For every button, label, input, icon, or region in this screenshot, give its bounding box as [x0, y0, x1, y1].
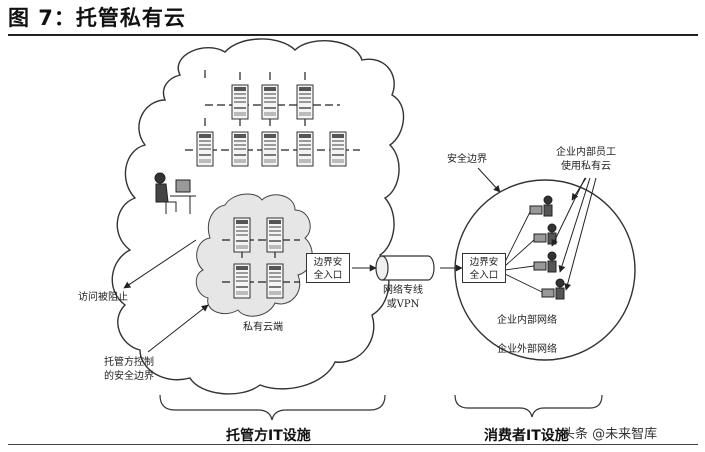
admin-person-icon: [154, 172, 196, 214]
employee-laptop-icon: [533, 251, 557, 273]
provider-security-line1: 托管方控制: [104, 357, 154, 368]
gateway-right-line1: 边界安: [469, 257, 499, 268]
bottom-divider: [8, 444, 698, 445]
consumer-brace: [454, 394, 603, 418]
employee-pointer: [571, 177, 587, 201]
employees-label: 企业内部员工 使用私有云: [556, 146, 616, 174]
employee-laptop-icon: [541, 278, 565, 300]
employee-links: [504, 211, 543, 293]
provider-boundary-pointer: [147, 304, 209, 353]
tunnel-pipe: [375, 255, 435, 281]
server-icon: [296, 131, 314, 167]
server-icon: [266, 217, 284, 253]
server-icon: [196, 131, 214, 167]
gateway-left-line1: 边界安: [313, 257, 343, 268]
tunnel-line2: 或VPN: [386, 299, 420, 310]
access-blocked-label: 访问被阻止: [78, 292, 128, 303]
internal-network-label: 企业内部网络: [497, 315, 557, 326]
employee-pointer: [551, 177, 586, 247]
provider-security-line2: 的安全边界: [104, 371, 154, 382]
employees-line2: 使用私有云: [561, 161, 611, 172]
employee-pointer: [558, 177, 591, 273]
provider-infra-label: 托管方IT设施: [226, 428, 311, 444]
employees-line1: 企业内部员工: [556, 147, 616, 158]
private-cloud-label: 私有云端: [243, 322, 283, 333]
employee-pointer: [564, 177, 597, 291]
external-network-label: 企业外部网络: [497, 344, 557, 355]
consumer-boundary: [454, 179, 636, 361]
title-divider: [8, 34, 698, 36]
provider-security-label: 托管方控制 的安全边界: [104, 356, 154, 384]
blocked-pointer: [123, 239, 197, 289]
gateway-left-line2: 全入口: [313, 270, 343, 281]
gateway-right-line2: 全入口: [469, 270, 499, 281]
server-icon: [261, 131, 279, 167]
boundary-pointer: [477, 167, 501, 193]
server-icon: [329, 131, 347, 167]
employee-laptop-icon: [529, 195, 553, 217]
server-icon: [233, 217, 251, 253]
server-icon: [233, 263, 251, 299]
tunnel-label: 网络专线 或VPN: [383, 284, 423, 312]
gateway-left: 边界安 全入口: [306, 253, 350, 283]
private-cloud: [195, 193, 313, 317]
server-icon: [231, 131, 249, 167]
security-boundary-label: 安全边界: [447, 154, 487, 165]
server-icon: [261, 84, 279, 120]
employee-laptop-icon: [533, 223, 557, 245]
server-icon: [296, 84, 314, 120]
watermark: 头条 @未来智库: [562, 427, 658, 442]
server-icon: [231, 84, 249, 120]
server-icon: [266, 263, 284, 299]
gateway-right: 边界安 全入口: [462, 253, 506, 283]
provider-brace: [159, 394, 386, 421]
consumer-infra-label: 消费者IT设施: [484, 428, 569, 444]
figure-title: 图 7：托管私有云: [8, 6, 186, 30]
tunnel-line1: 网络专线: [383, 285, 423, 296]
